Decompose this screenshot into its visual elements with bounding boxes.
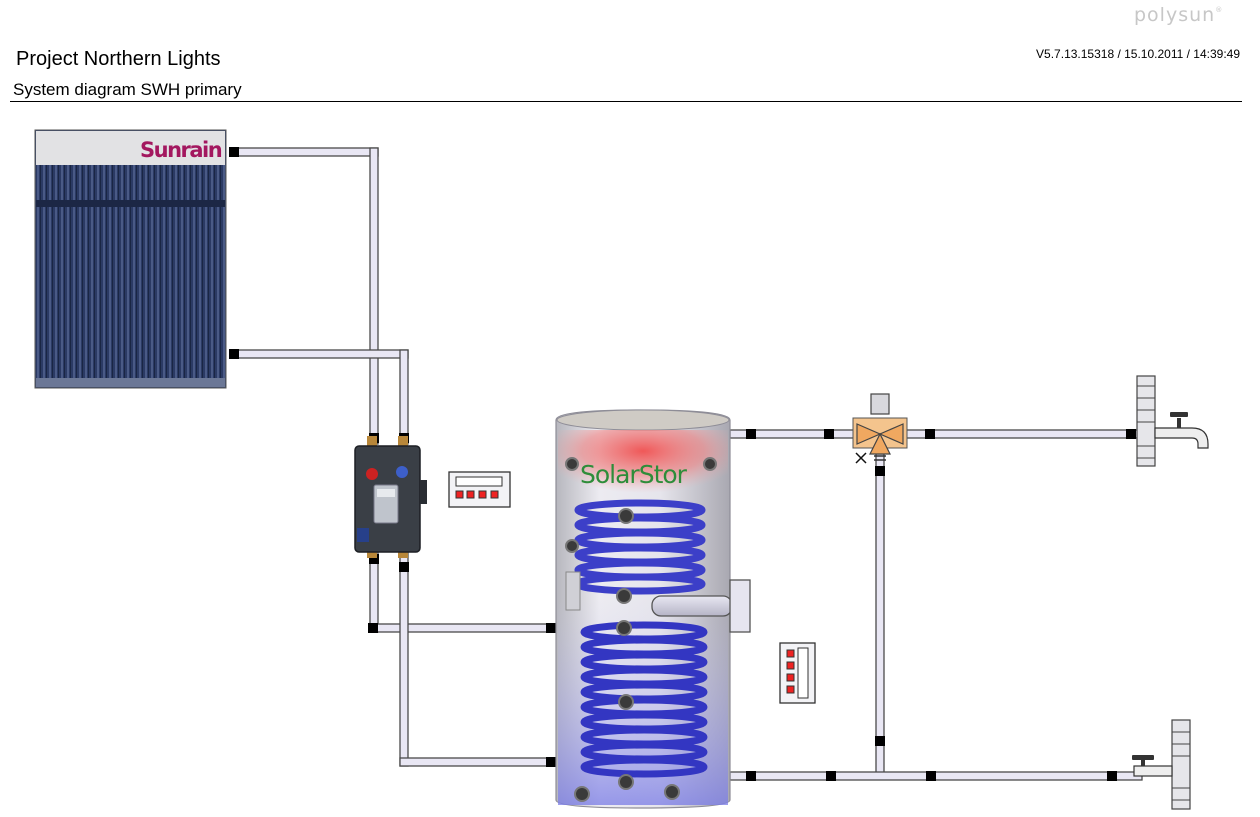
collector-brand-label: Sunrain <box>140 138 222 162</box>
storage-tank: SolarStor <box>555 409 731 809</box>
connector <box>746 771 756 781</box>
cold-water-inlet <box>1132 719 1191 810</box>
connector <box>546 757 556 767</box>
logo-text: polysun <box>1134 4 1216 26</box>
pump-station <box>354 436 427 558</box>
connector <box>369 554 379 564</box>
pipe-mixing-bypass <box>875 453 885 777</box>
pipe-solar-loop-down-right <box>399 551 409 767</box>
electric-heater-element <box>651 579 751 633</box>
heater-controller <box>779 642 816 704</box>
connector <box>1126 429 1136 439</box>
pipe-collector-flow-horizontal <box>231 147 379 157</box>
connector <box>925 429 935 439</box>
tank-sensor-bracket <box>565 571 581 611</box>
connector <box>875 466 885 476</box>
connector <box>746 429 756 439</box>
project-title: Project Northern Lights <box>16 48 221 70</box>
solar-collector: Sunrain <box>34 129 227 389</box>
connector <box>229 147 239 157</box>
connector <box>926 771 936 781</box>
connector <box>368 623 378 633</box>
pipe-collector-return-horizontal <box>231 349 409 359</box>
pump-red-gauge <box>366 468 378 480</box>
connector <box>826 771 836 781</box>
pipe-collector-return-vertical <box>399 349 409 445</box>
thermostatic-mixing-valve <box>852 393 908 464</box>
polysun-logo: polysun® <box>1134 4 1223 26</box>
diagram-subtitle: System diagram SWH primary <box>13 80 242 99</box>
connector <box>875 736 885 746</box>
pipe-solar-loop-lower-coil <box>399 757 557 767</box>
tank-brand-label: SolarStor <box>580 460 688 489</box>
version-info: V5.7.13.15318 / 15.10.2011 / 14:39:49 <box>1036 47 1240 61</box>
logo-trademark: ® <box>1215 6 1224 14</box>
hot-water-tap <box>1136 375 1209 467</box>
lower-heat-exchanger-coil <box>580 621 708 778</box>
header-divider <box>10 101 1242 102</box>
solar-controller <box>448 471 511 508</box>
connector <box>824 429 834 439</box>
connector <box>546 623 556 633</box>
upper-heat-exchanger-coil <box>574 499 706 595</box>
pipe-solar-loop-upper-coil <box>369 623 557 633</box>
pump-blue-gauge <box>396 466 408 478</box>
connector <box>399 562 409 572</box>
valve-actuator-cross <box>855 452 867 464</box>
connector <box>1107 771 1117 781</box>
pipe-collector-flow-vertical <box>369 147 379 445</box>
connector <box>229 349 239 359</box>
tank-ports <box>565 457 717 802</box>
